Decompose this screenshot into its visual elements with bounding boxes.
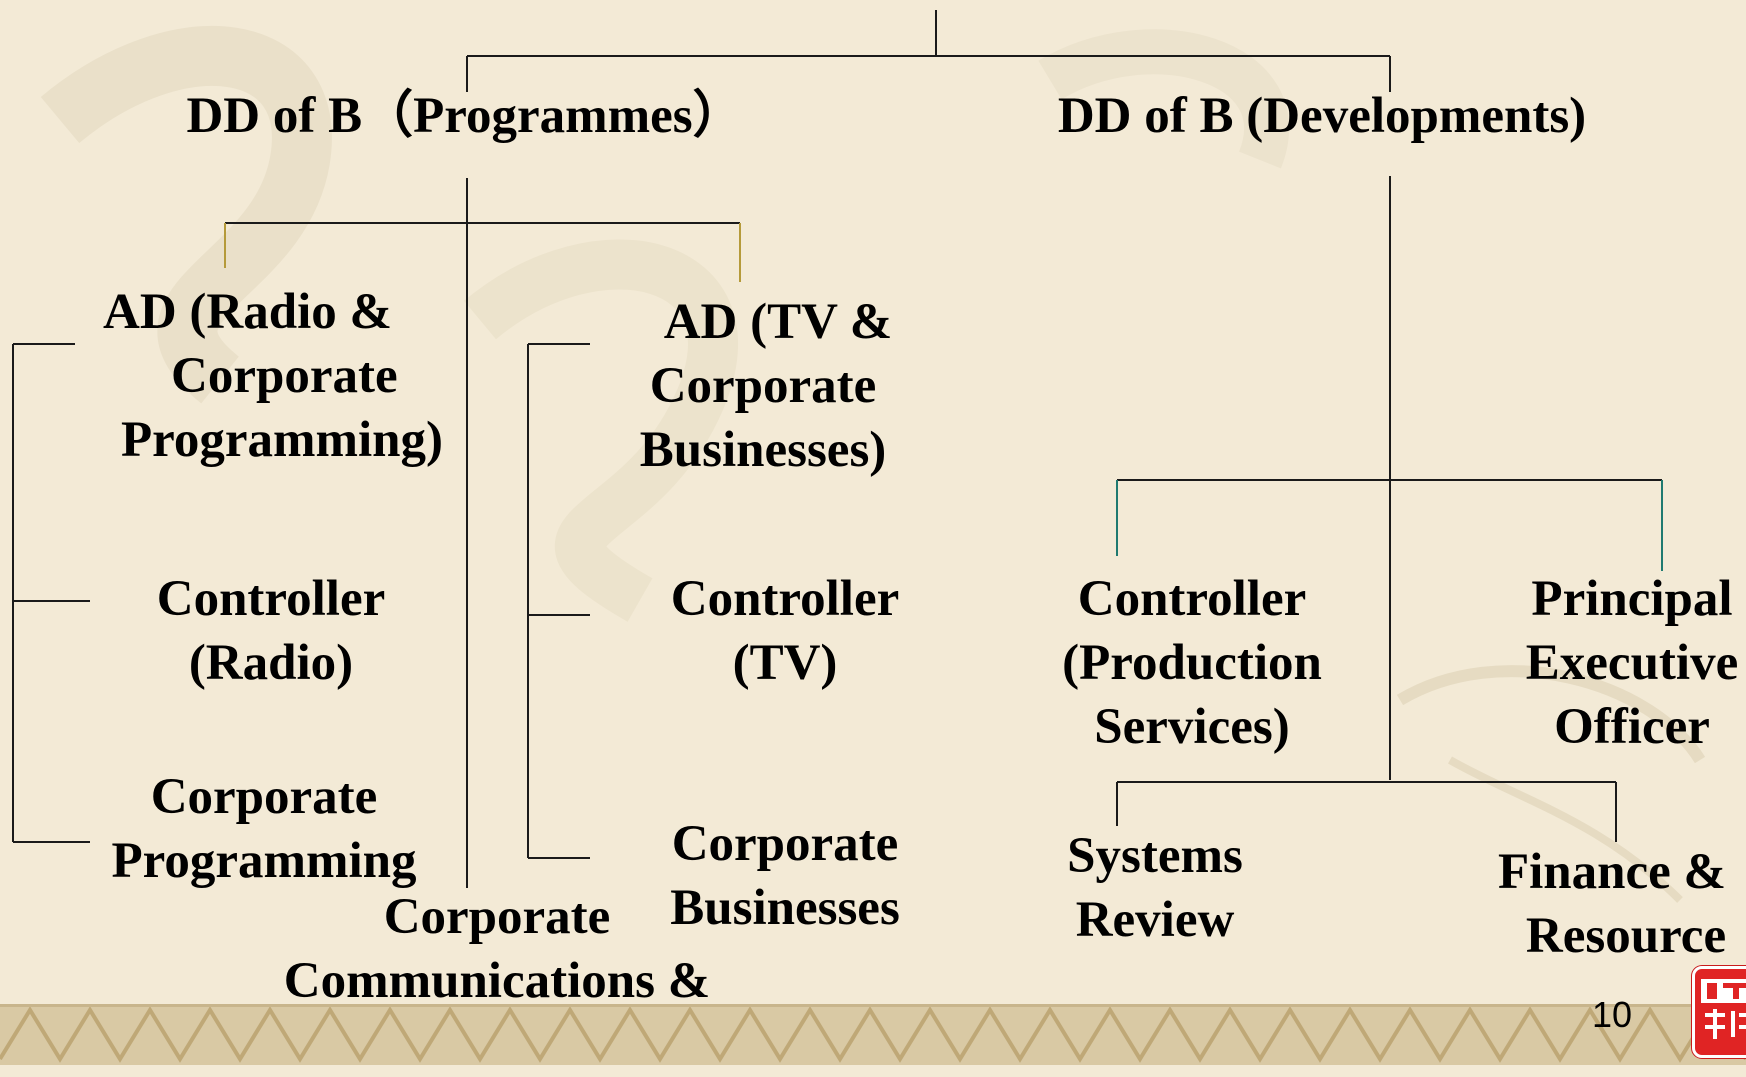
node-ad-tv: AD (TV & Corporate Businesses)	[634, 290, 893, 482]
node-controller-production-line-2: (Production	[1062, 635, 1322, 691]
page-number: 10	[1592, 994, 1633, 1035]
node-ad-radio-line-1: AD (Radio &	[103, 284, 392, 340]
node-controller-tv-line-1: Controller	[670, 571, 900, 627]
station-logo	[1692, 966, 1746, 1058]
node-corporate-programming: Corporate Programming	[111, 765, 416, 893]
node-controller-production: Controller (Production Services)	[1062, 567, 1322, 759]
node-dd-developments: DD of B (Developments)	[1058, 84, 1586, 148]
node-controller-tv: Controller (TV)	[671, 567, 900, 695]
node-corporate-programming-line-2: Programming	[111, 833, 417, 889]
node-corporate-businesses: Corporate Businesses	[670, 812, 900, 940]
node-finance-resource: Finance & Resource	[1498, 840, 1726, 968]
node-systems-review: Systems Review	[1067, 824, 1243, 952]
node-corporate-programming-line-1: Corporate	[150, 769, 378, 825]
node-corporate-businesses-line-2: Businesses	[670, 880, 900, 936]
node-controller-radio: Controller (Radio)	[157, 567, 386, 695]
node-ad-radio-line-3: Programming)	[121, 412, 443, 468]
node-systems-review-line-1: Systems	[1067, 828, 1243, 884]
node-ad-tv-line-3: Businesses)	[639, 422, 887, 478]
decorative-border	[0, 1004, 1746, 1065]
node-controller-tv-line-2: (TV)	[732, 635, 838, 691]
node-systems-review-line-2: Review	[1075, 892, 1235, 948]
node-corporate-communications-line-2: Communications &	[283, 953, 711, 1009]
node-controller-radio-line-1: Controller	[156, 571, 386, 627]
node-ad-tv-line-2: Corporate	[649, 358, 877, 414]
node-controller-radio-line-2: (Radio)	[188, 635, 354, 691]
node-corporate-businesses-line-1: Corporate	[671, 816, 899, 872]
logo-mark-icon	[1701, 979, 1746, 1039]
node-dd-programmes: DD of B（Programmes）	[186, 84, 743, 148]
node-controller-production-line-3: Services)	[1094, 699, 1290, 755]
node-controller-production-line-1: Controller	[1077, 571, 1307, 627]
node-principal-executive-line-2: Executive	[1525, 635, 1739, 691]
node-finance-resource-line-1: Finance &	[1497, 844, 1727, 900]
node-ad-radio: AD (Radio & Corporate Programming)	[103, 280, 443, 472]
node-finance-resource-line-2: Resource	[1525, 908, 1727, 964]
node-principal-executive: Principal Executive Officer	[1526, 567, 1738, 759]
node-corporate-communications-line-1: Corporate	[383, 889, 611, 945]
node-dd-developments-label: DD of B (Developments)	[1057, 88, 1587, 144]
node-dd-programmes-label: DD of B（Programmes）	[186, 88, 744, 144]
node-principal-executive-line-3: Officer	[1554, 699, 1710, 755]
node-principal-executive-line-1: Principal	[1531, 571, 1733, 627]
node-ad-radio-line-2: Corporate	[171, 348, 398, 404]
node-ad-tv-line-1: AD (TV &	[663, 294, 893, 350]
